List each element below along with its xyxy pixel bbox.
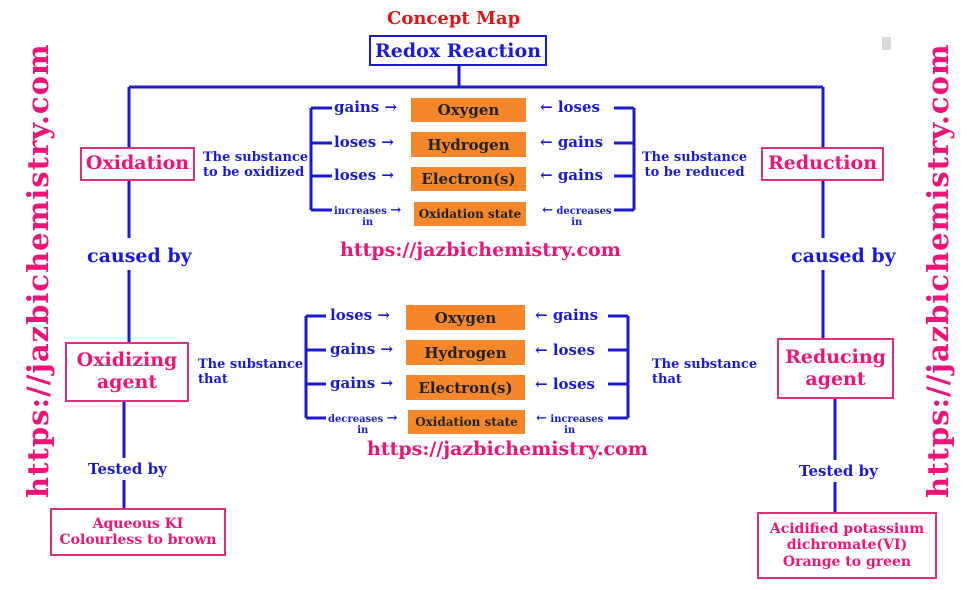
reducing-agent-substance-line-1: The substance — [652, 357, 758, 372]
root-node-redox-reaction: Redox Reaction — [369, 35, 547, 66]
reducing-agent-line-1: Reducing — [785, 345, 886, 368]
reduction-substance-line-1: The substance — [642, 150, 748, 165]
top-row1-left: gains → — [334, 98, 398, 116]
arrow-left-icon: ← — [535, 306, 548, 324]
oxidation-substance-text: The substance to be oxidized — [203, 150, 309, 181]
arrow-right-icon: → — [380, 374, 394, 392]
watermark-center-bottom: https://jazbichemistry.com — [367, 438, 648, 460]
oxidation-substance-line-2: to be oxidized — [203, 164, 305, 180]
top-row3-left: loses → — [334, 166, 394, 184]
root-node-label: Redox Reaction — [374, 39, 542, 62]
oxidation-substance-line-1: The substance — [203, 150, 309, 165]
reduction-substance-line-2: to be reduced — [644, 164, 745, 180]
reduction-node: Reduction — [761, 147, 884, 181]
oxidizing-agent-substance-text: The substance that — [198, 357, 304, 388]
top-row2-left: loses → — [334, 133, 394, 151]
reducing-agent-node: Reducing agent — [777, 338, 894, 399]
arrow-right-icon: → — [384, 98, 398, 116]
bottom-row2-center: Hydrogen — [406, 340, 525, 365]
reduction-caused-by: caused by — [789, 245, 898, 267]
bottom-row1-center: Oxygen — [406, 305, 525, 330]
oxidation-test-line-2: Colourless to brown — [59, 532, 217, 548]
bottom-row1-left: loses → — [330, 306, 390, 324]
page-title: Concept Map — [387, 8, 521, 29]
reducing-agent-substance-line-2: that — [652, 371, 682, 387]
reduction-tested-by: Tested by — [797, 462, 880, 480]
arrow-right-icon: → — [377, 306, 390, 324]
arrow-left-icon: ← — [536, 411, 547, 426]
bottom-row3-center: Electron(s) — [406, 375, 525, 400]
oxidation-test-node: Aqueous KI Colourless to brown — [50, 508, 226, 556]
reduction-test-line-2: dichromate(VI) — [786, 537, 908, 554]
reduction-test-node: Acidified potassium dichromate(VI) Orang… — [757, 512, 937, 579]
top-row4-left: increases → in — [334, 203, 402, 228]
bottom-row4-left: decreases → in — [328, 411, 398, 436]
bottom-row2-right: ← loses — [535, 341, 595, 359]
bottom-row4-center: Oxidation state — [408, 410, 525, 434]
arrow-right-icon: → — [380, 340, 394, 358]
arrow-left-icon: ← — [535, 341, 548, 359]
oxidizing-agent-line-2: agent — [96, 371, 158, 393]
top-row3-right: ← gains — [540, 166, 604, 184]
arrow-left-icon: ← — [542, 203, 553, 218]
bottom-row3-left: gains → — [330, 374, 394, 392]
bottom-row2-left: gains → — [330, 340, 394, 358]
reduction-substance-text: The substance to be reduced — [642, 150, 748, 181]
oxidation-caused-by: caused by — [85, 245, 194, 267]
reduction-test-line-3: Orange to green — [782, 553, 912, 570]
decorative-mark — [882, 37, 891, 50]
top-row4-right: ← decreases in — [542, 203, 612, 228]
reduction-test-line-1: Acidified potassium — [769, 521, 925, 538]
top-row3-center: Electron(s) — [411, 167, 526, 191]
bottom-row3-right: ← loses — [535, 375, 595, 393]
watermark-center-top: https://jazbichemistry.com — [340, 239, 621, 261]
oxidizing-agent-node: Oxidizing agent — [65, 342, 189, 402]
oxidation-label: Oxidation — [85, 152, 190, 175]
oxidizing-agent-substance-line-1: The substance — [198, 357, 304, 372]
reducing-agent-substance-text: The substance that — [652, 357, 758, 388]
arrow-right-icon: → — [386, 411, 398, 426]
bottom-row1-right: ← gains — [535, 306, 599, 324]
top-row2-center: Hydrogen — [411, 132, 526, 157]
arrow-right-icon: → — [381, 166, 394, 184]
reducing-agent-line-2: agent — [805, 367, 866, 390]
watermark-left: https://jazbichemistry.com — [21, 43, 55, 498]
top-row1-center: Oxygen — [411, 98, 526, 122]
arrow-right-icon: → — [390, 203, 402, 218]
oxidation-tested-by: Tested by — [86, 460, 169, 478]
reduction-label: Reduction — [767, 152, 878, 175]
oxidation-node: Oxidation — [80, 147, 195, 181]
arrow-right-icon: → — [381, 133, 394, 151]
arrow-left-icon: ← — [535, 375, 548, 393]
top-row2-right: ← gains — [540, 133, 604, 151]
bottom-row4-right: ← increases in — [536, 411, 604, 436]
top-row1-right: ← loses — [540, 98, 600, 116]
arrow-left-icon: ← — [540, 166, 553, 184]
oxidizing-agent-line-1: Oxidizing — [76, 349, 178, 372]
top-row4-center: Oxidation state — [414, 202, 526, 226]
oxidation-test-line-1: Aqueous KI — [92, 515, 184, 532]
arrow-left-icon: ← — [540, 133, 553, 151]
watermark-right: https://jazbichemistry.com — [921, 43, 955, 498]
oxidizing-agent-substance-line-2: that — [198, 371, 228, 387]
arrow-left-icon: ← — [540, 98, 553, 116]
